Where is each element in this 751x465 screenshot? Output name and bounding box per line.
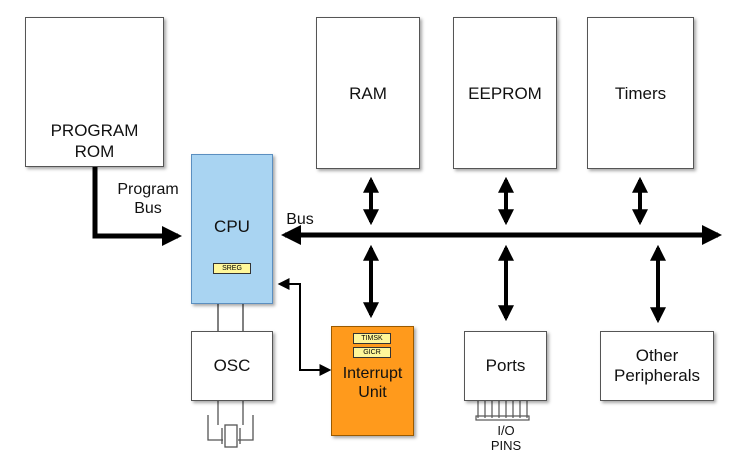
gicr-register: GICR	[353, 347, 391, 358]
cpu-label: CPU	[214, 217, 250, 236]
ports-label: Ports	[485, 355, 526, 375]
io-pins-icon	[475, 401, 530, 421]
timers-block: Timers	[587, 17, 694, 169]
io-pins-label: I/O PINS	[490, 423, 522, 453]
interrupt-unit-label: Interrupt Unit	[342, 365, 403, 402]
bus-label: Bus	[286, 211, 314, 228]
timsk-register: TIMSK	[353, 333, 391, 344]
eeprom-block: EEPROM	[453, 17, 557, 169]
program-bus-label: Program Bus	[117, 181, 179, 218]
sreg-label: SREG	[222, 265, 242, 272]
osc-block: OSC	[191, 331, 273, 401]
other-peripherals-label: Other Peripherals	[614, 345, 700, 385]
cpu-interrupt-link	[277, 278, 332, 376]
program-bus-line	[92, 167, 182, 246]
program-rom-block: PROGRAM ROM	[25, 17, 164, 167]
sreg-register: SREG	[213, 263, 251, 274]
crystal-icon	[207, 401, 254, 448]
eeprom-label: EEPROM	[468, 84, 542, 103]
timsk-label: TIMSK	[361, 335, 383, 342]
osc-label: OSC	[213, 355, 251, 375]
cpu-block: CPU	[191, 154, 273, 304]
ram-block: RAM	[316, 17, 420, 169]
interrupt-unit-block: Interrupt Unit	[331, 326, 414, 436]
gicr-label: GICR	[363, 349, 381, 356]
ports-block: Ports	[464, 331, 547, 401]
program-rom-label: PROGRAM ROM	[50, 121, 139, 161]
ram-label: RAM	[349, 84, 387, 103]
other-peripherals-block: Other Peripherals	[600, 331, 714, 401]
timers-label: Timers	[614, 84, 667, 103]
